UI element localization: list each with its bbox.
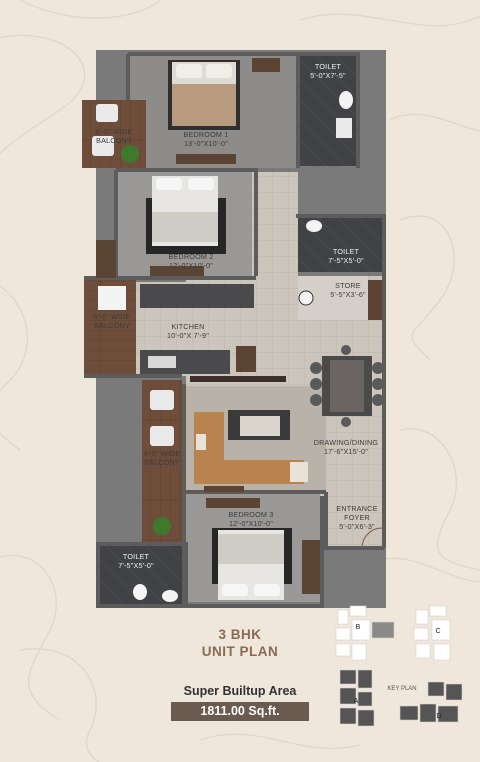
balcony-4-chair [150,390,174,410]
plan-title-line1: 3 BHK [218,627,262,642]
living-tile-floor [252,172,298,282]
toilet-bottom-wc [133,584,147,600]
dining-table-set [310,345,384,427]
key-plan-tower-c: C [435,628,441,635]
kitchen-counter-top [140,284,254,308]
bedroom2-bed [146,176,226,254]
bedroom2-wardrobe [150,266,204,276]
toilet-mid-wc [306,220,322,232]
balcony-4-chair [150,426,174,446]
bedroom1-bed [168,60,240,130]
balcony-5-washer [98,286,126,310]
balcony-6-chair [92,136,114,156]
bedroom3-side [302,540,320,594]
balcony-4-plant [153,517,171,535]
bedroom3-wardrobe [206,498,260,508]
foyer-door-arc [361,527,383,549]
toilet-top-floor [300,56,356,166]
bedroom3-bed [212,528,292,600]
toilet-top-wc [339,91,353,109]
plan-title: 3 BHK UNIT PLAN [180,626,300,660]
balcony-6-plant [121,145,139,163]
kitchen-platform [190,376,286,382]
store-washer [298,290,314,306]
toilet-top-basin [336,118,352,138]
kitchen-fridge [236,346,256,372]
super-builtup-area-label: Super Builtup Area [183,684,297,698]
living-sofa-set [194,410,308,492]
key-plan-title: KEY PLAN [387,686,417,692]
balcony-6-chair [96,104,118,122]
key-plan-tower-b: B [355,624,361,631]
plan-title-line2: UNIT PLAN [201,644,279,659]
foyer-floor [328,494,382,550]
bedroom1-desk [252,58,280,72]
bedroom2-side-wardrobe [96,240,116,278]
store-shelf [368,280,382,320]
toilet-bottom-basin [162,590,178,602]
key-plan-tower-d: D [436,713,442,720]
key-plan [335,605,463,727]
key-plan-tower-a: A [353,698,359,705]
bedroom1-wardrobe [176,154,236,164]
kitchen-sink [148,356,176,368]
super-builtup-area-value: 1811.00 Sq.ft. [171,702,309,721]
